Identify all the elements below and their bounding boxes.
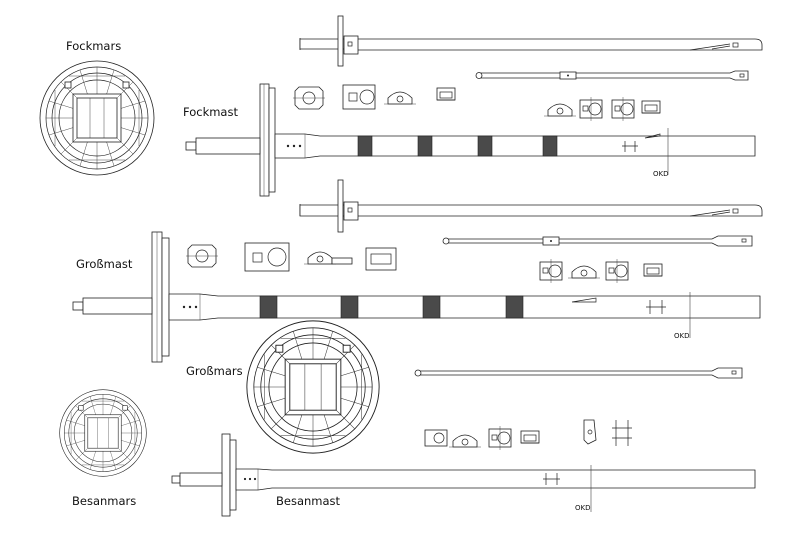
fockmars-top-platform xyxy=(39,60,155,176)
label-besanmars: Besanmars xyxy=(72,494,136,508)
grossmars-top-platform xyxy=(246,320,380,454)
besan-fittings-row xyxy=(424,419,632,451)
fock-topgallant xyxy=(475,70,749,81)
gross-topmast xyxy=(299,179,763,233)
fock-topmast xyxy=(299,15,763,67)
label-grossmast: Großmast xyxy=(76,257,133,271)
besan-topmast xyxy=(414,367,743,379)
gross-topgallant xyxy=(442,235,753,247)
label-fockmast: Fockmast xyxy=(183,105,238,119)
okd-label-fock: OKD xyxy=(653,170,669,178)
fockmast-lower xyxy=(185,83,756,197)
besanmars-top-platform xyxy=(59,389,147,477)
okd-label-gross: OKD xyxy=(674,332,690,340)
gross-fittings-row xyxy=(185,242,663,284)
fock-fittings-row xyxy=(292,84,661,122)
grossmast-lower xyxy=(72,231,761,363)
besanmast-lower xyxy=(171,433,756,517)
label-besanmast: Besanmast xyxy=(276,494,341,508)
label-fockmars: Fockmars xyxy=(66,39,121,53)
label-grossmars: Großmars xyxy=(186,364,243,378)
okd-label-besan: OKD xyxy=(575,504,591,512)
